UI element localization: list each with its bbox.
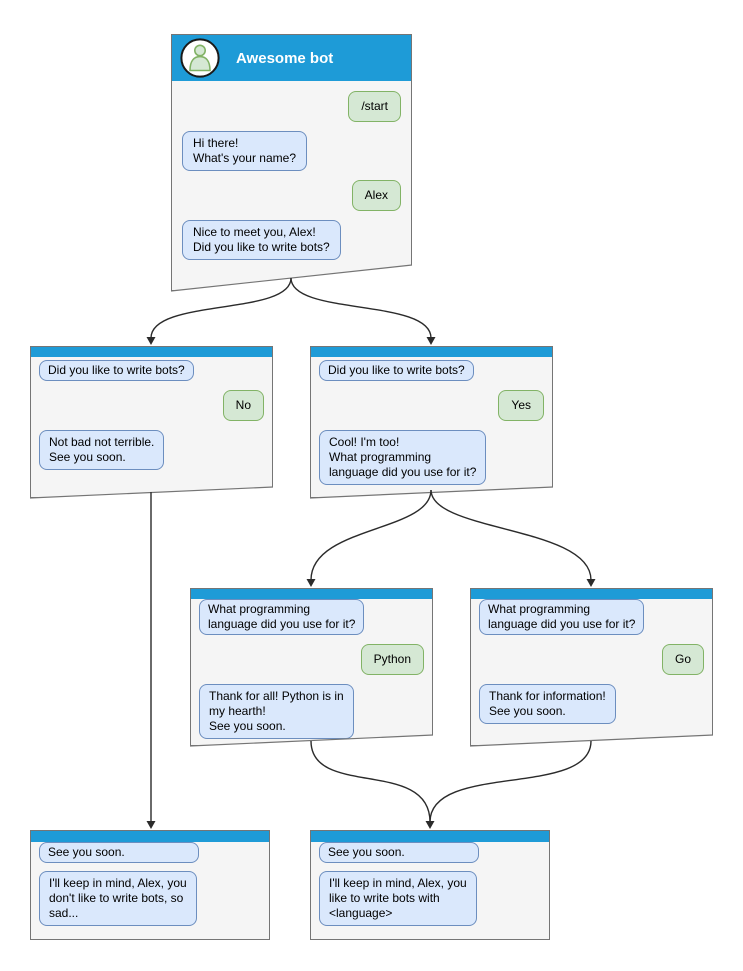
arrowhead-down-icon (586, 579, 596, 587)
bot-message-bubble: Did you like to write bots? (319, 360, 474, 381)
window-title-bar (191, 589, 432, 599)
chat-window-root[interactable]: Awesome bot /start Hi there! What's your… (171, 34, 412, 291)
bot-message-bubble: What programming language did you use fo… (199, 599, 365, 635)
user-message-bubble: Alex (351, 180, 401, 211)
window-title-bar (31, 347, 272, 357)
arrowhead-down-icon (425, 821, 435, 829)
connector-yes-to-go (430, 489, 592, 581)
chat-window-no-branch[interactable]: Did you like to write bots? No Not bad n… (30, 346, 273, 498)
chat-window-end-yes[interactable]: See you soon. I'll keep in mind, Alex, y… (310, 830, 550, 940)
chat-window-end-no[interactable]: See you soon. I'll keep in mind, Alex, y… (30, 830, 270, 940)
bot-message-bubble: Did you like to write bots? (39, 360, 194, 381)
chat-window-yes-branch[interactable]: Did you like to write bots? Yes Cool! I'… (310, 346, 553, 498)
user-message-bubble: Python (360, 644, 424, 675)
chat-window-go-branch[interactable]: What programming language did you use fo… (470, 588, 713, 746)
chat-body: See you soon. I'll keep in mind, Alex, y… (31, 842, 269, 926)
bot-message-bubble: See you soon. (319, 842, 479, 863)
user-message-bubble: Yes (498, 390, 544, 421)
chat-body: What programming language did you use fo… (191, 599, 432, 739)
window-title-bar: Awesome bot (172, 35, 411, 81)
bot-message-bubble: Cool! I'm too! What programming language… (319, 430, 487, 485)
connector-go-to-end (429, 740, 592, 823)
bot-message-bubble: Hi there! What's your name? (182, 131, 308, 171)
bot-avatar-icon (180, 38, 220, 78)
chat-body: Did you like to write bots? No Not bad n… (31, 357, 272, 470)
bot-message-bubble: Nice to meet you, Alex! Did you like to … (182, 220, 341, 260)
bot-message-bubble: Thank for all! Python is in my hearth! S… (199, 684, 354, 739)
bot-message-bubble: Thank for information! See you soon. (479, 684, 616, 724)
arrowhead-down-icon (306, 579, 316, 587)
window-title-bar (31, 831, 269, 842)
chat-body: Did you like to write bots? Yes Cool! I'… (311, 357, 552, 485)
bot-message-bubble: I'll keep in mind, Alex, you like to wri… (319, 871, 477, 926)
bot-title: Awesome bot (236, 49, 334, 67)
arrowhead-down-icon (146, 821, 156, 829)
user-message-bubble: /start (348, 91, 401, 122)
bot-message-bubble: What programming language did you use fo… (479, 599, 645, 635)
window-title-bar (311, 347, 552, 357)
connector-root-to-yes (290, 277, 432, 339)
bot-message-bubble: See you soon. (39, 842, 199, 863)
window-title-bar (311, 831, 549, 842)
chat-window-python-branch[interactable]: What programming language did you use fo… (190, 588, 433, 746)
user-message-bubble: Go (661, 644, 704, 675)
bot-message-bubble: Not bad not terrible. See you soon. (39, 430, 165, 470)
window-title-bar (471, 589, 712, 599)
connector-yes-to-python (310, 489, 432, 581)
chat-body: /start Hi there! What's your name? Alex … (172, 81, 411, 260)
arrowhead-down-icon (146, 337, 156, 345)
arrowhead-down-icon (426, 337, 436, 345)
chat-body: See you soon. I'll keep in mind, Alex, y… (311, 842, 549, 926)
bot-message-bubble: I'll keep in mind, Alex, you don't like … (39, 871, 197, 926)
connector-python-to-end (310, 740, 431, 823)
chat-body: What programming language did you use fo… (471, 599, 712, 724)
user-message-bubble: No (222, 390, 264, 421)
